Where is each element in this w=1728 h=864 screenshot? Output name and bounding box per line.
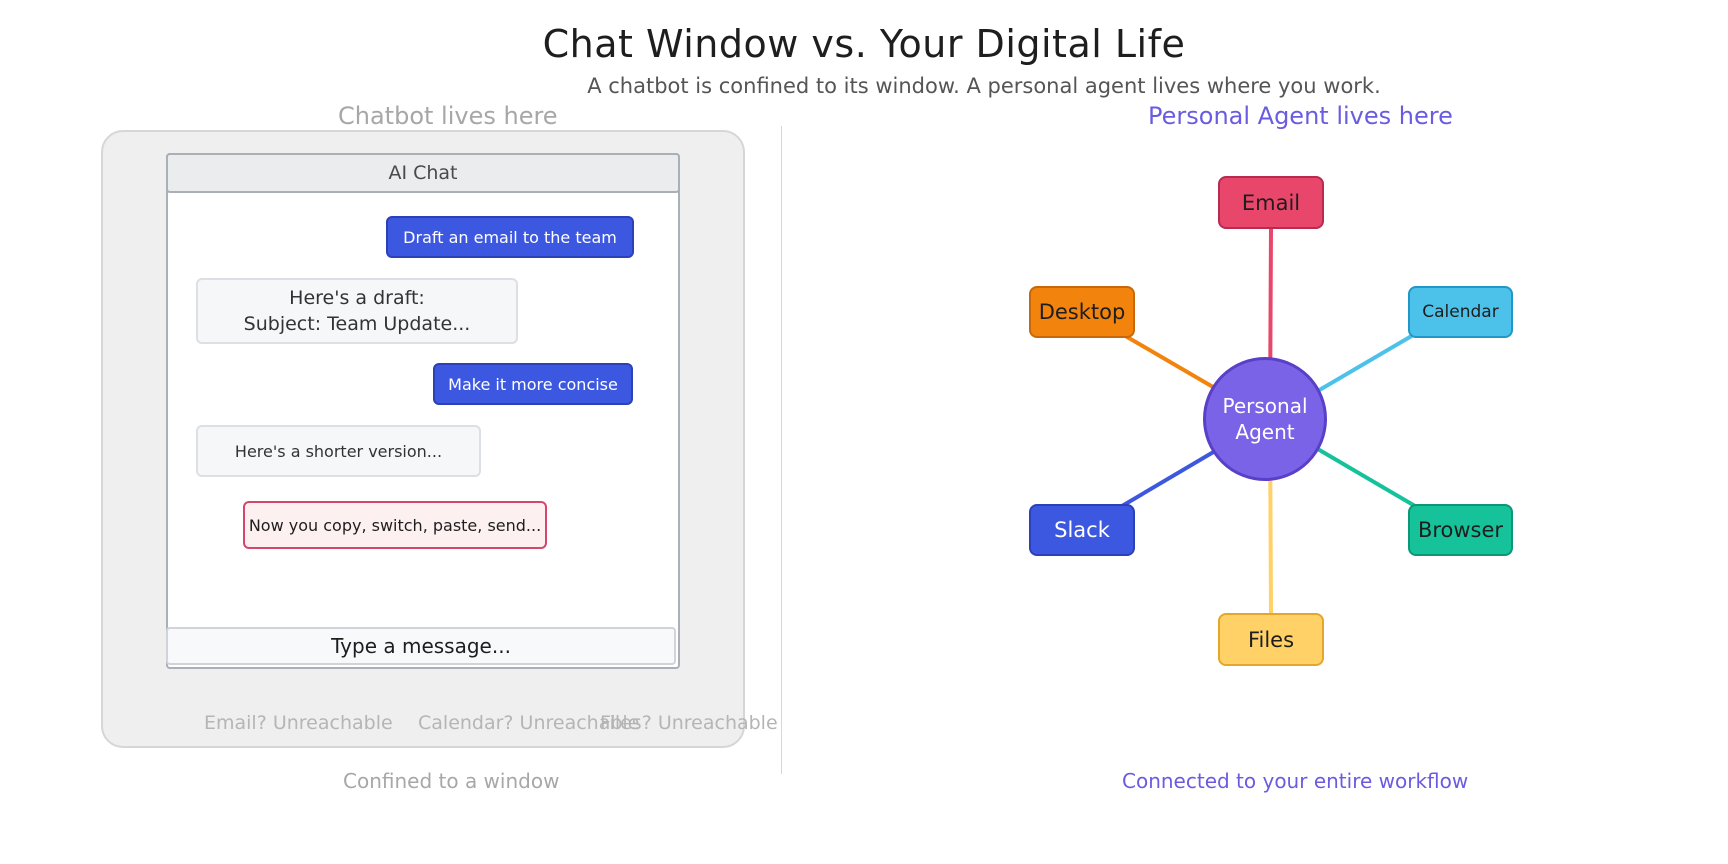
- unreachable-calendar-text: Calendar? Unreachable: [418, 712, 640, 734]
- chatbot-panel-label: Chatbot lives here: [338, 102, 558, 130]
- chat-window-title: AI Chat: [166, 153, 680, 193]
- personal-agent-hub: Personal Agent: [1203, 357, 1327, 481]
- agent-footer-caption: Connected to your entire workflow: [1122, 769, 1469, 793]
- node-desktop: Desktop: [1029, 286, 1135, 338]
- node-browser: Browser: [1408, 504, 1513, 556]
- node-slack: Slack: [1029, 504, 1135, 556]
- agent-panel-label: Personal Agent lives here: [1148, 102, 1453, 130]
- node-email: Email: [1218, 176, 1324, 229]
- page-subtitle: A chatbot is confined to its window. A p…: [587, 74, 1381, 98]
- hub-label-line: Agent: [1235, 420, 1295, 444]
- bot-message-line: Subject: Team Update...: [243, 313, 471, 335]
- message-input[interactable]: Type a message...: [166, 627, 676, 665]
- chatbot-footer-caption: Confined to a window: [343, 769, 560, 793]
- bot-message-bubble: Here's a shorter version...: [196, 425, 481, 477]
- panel-divider: [781, 126, 782, 774]
- user-message-bubble: Make it more concise: [433, 363, 633, 405]
- node-files: Files: [1218, 613, 1324, 666]
- page-title: Chat Window vs. Your Digital Life: [542, 22, 1186, 66]
- bot-message-line: Here's a draft:: [289, 287, 425, 309]
- node-calendar: Calendar: [1408, 286, 1513, 338]
- warning-message-bubble: Now you copy, switch, paste, send...: [243, 501, 547, 549]
- hub-label-line: Personal: [1222, 394, 1308, 418]
- unreachable-files-text: Files? Unreachable: [600, 712, 778, 734]
- user-message-bubble: Draft an email to the team: [386, 216, 634, 258]
- unreachable-email-text: Email? Unreachable: [204, 712, 393, 734]
- bot-message-bubble: Here's a draft: Subject: Team Update...: [196, 278, 518, 344]
